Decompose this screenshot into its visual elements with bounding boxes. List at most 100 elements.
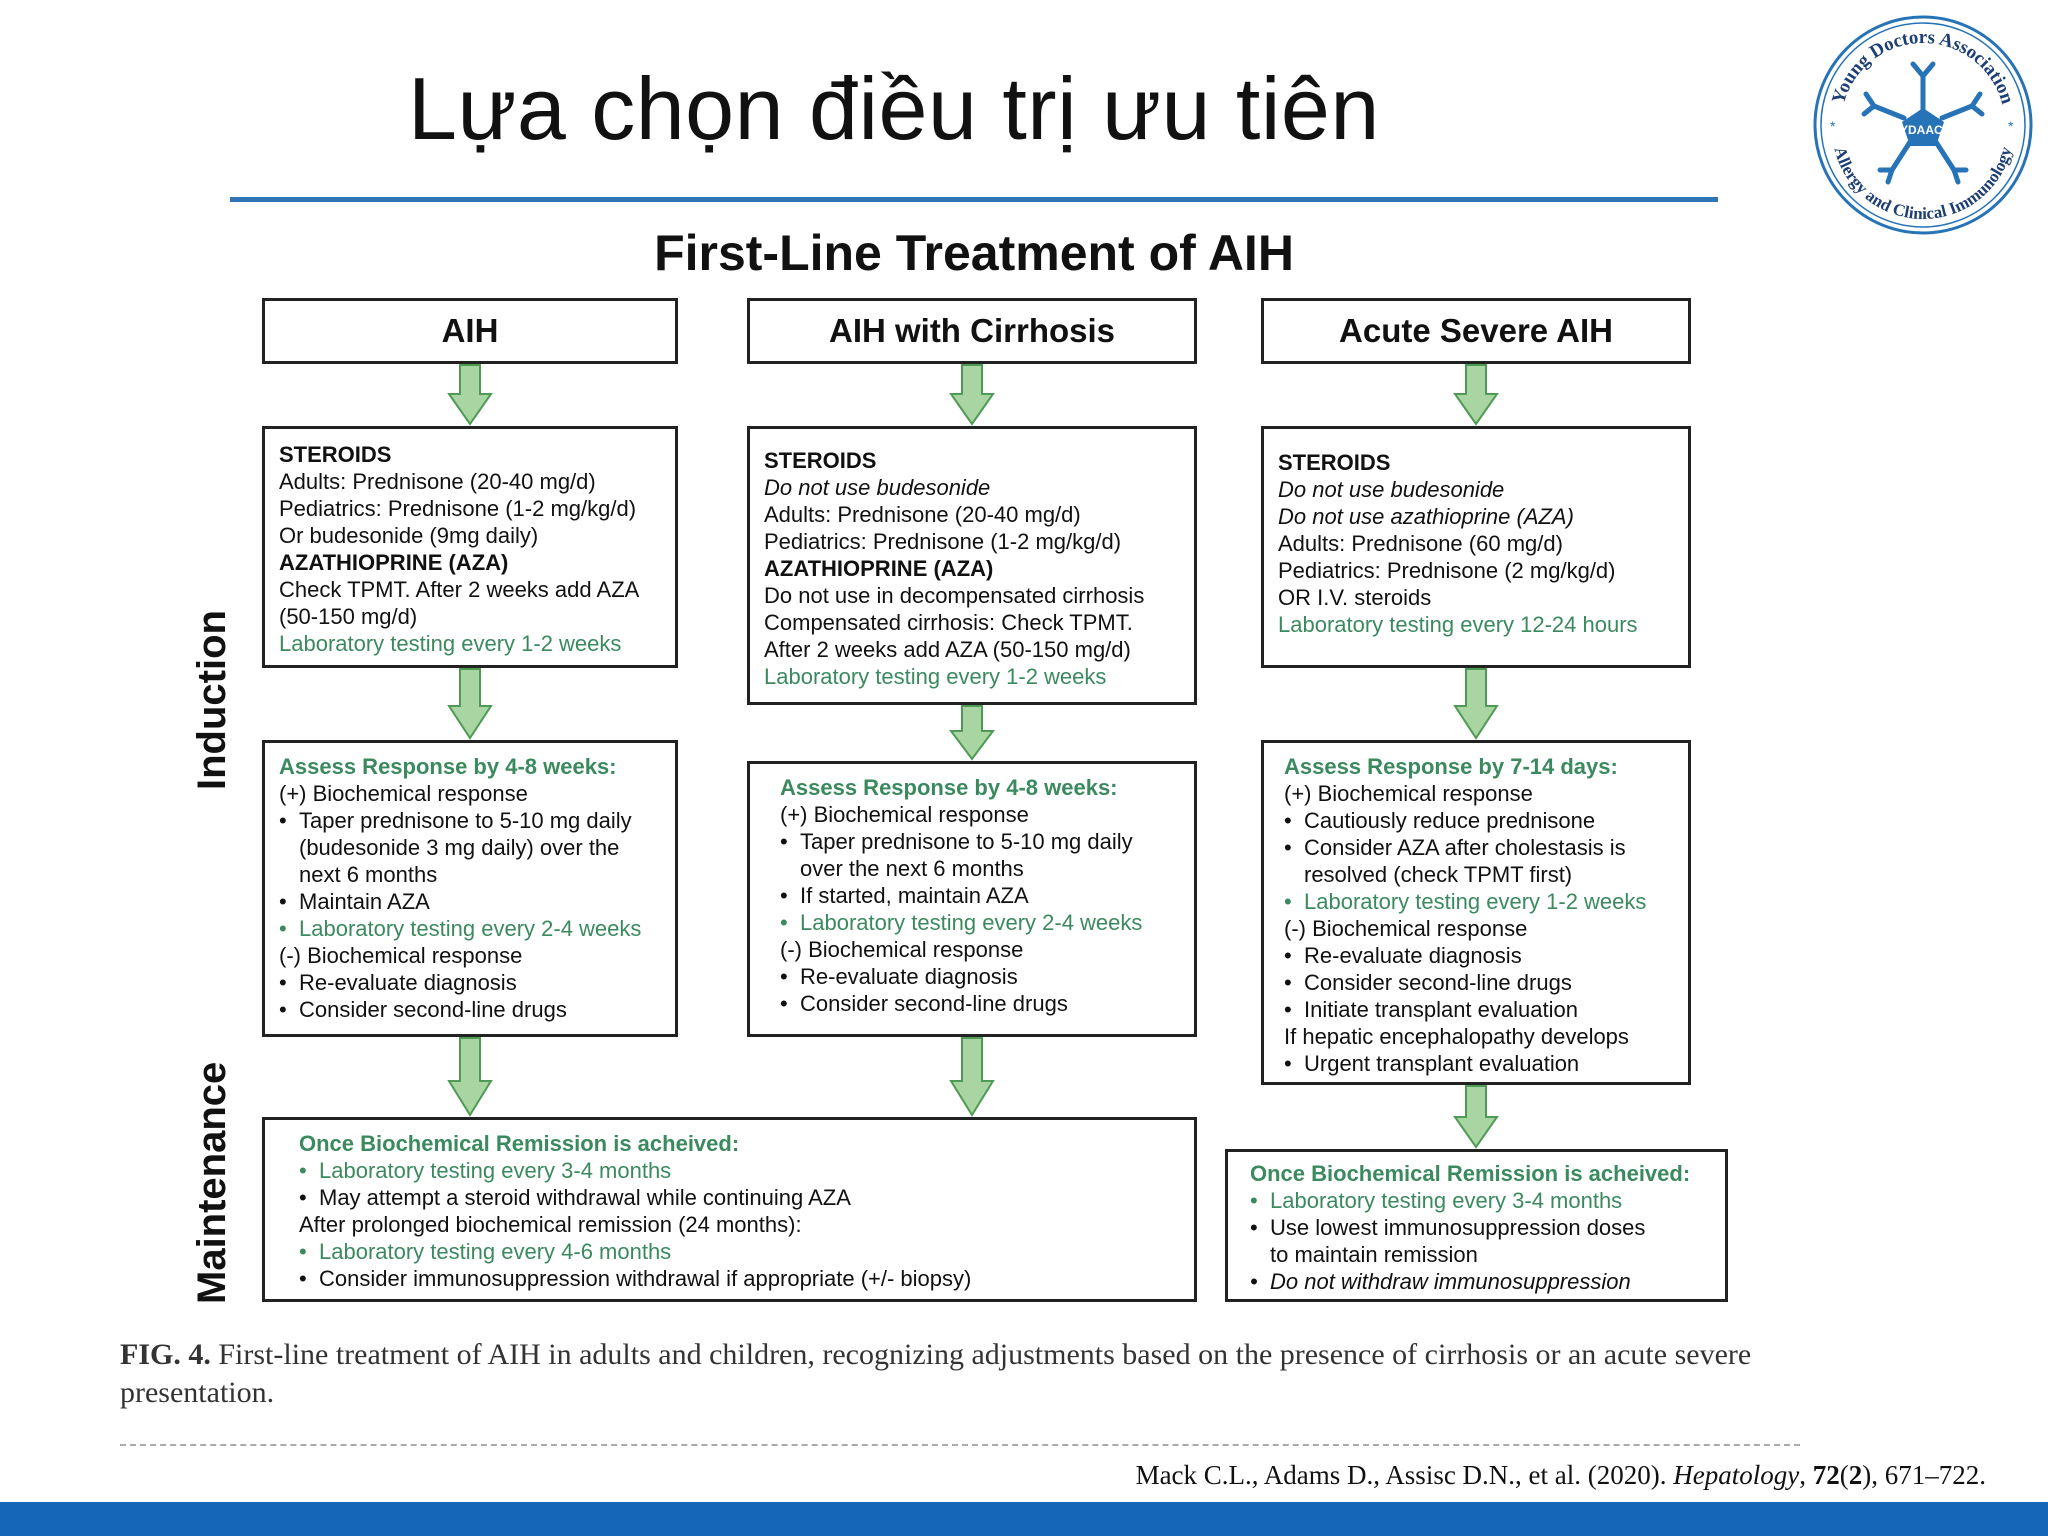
logo-star-left: * [1830,118,1836,134]
box-line: Once Biochemical Remission is acheived: [299,1131,740,1156]
box-line: Pediatrics: Prednisone (2 mg/kg/d) [1278,558,1616,583]
box-line: Consider second-line drugs [1284,969,1674,996]
acute-induction-box: STEROIDS Do not use budesonide Do not us… [1261,426,1691,668]
maintenance-label: Maintenance [190,1061,234,1304]
box-line: (-) Biochemical response [780,937,1024,962]
citation-issue-open: ( [1839,1460,1849,1490]
box-line: (+) Biochemical response [279,781,528,806]
citation-pages: , 671–722. [1871,1460,1986,1490]
box-line: Do not use budesonide [1278,477,1505,502]
box-line: Compensated cirrhosis: Check TPMT. [764,610,1133,635]
box-line: AZATHIOPRINE (AZA) [764,556,994,581]
box-line: Do not use azathioprine (AZA) [1278,504,1574,529]
arrow-down-icon [949,364,995,426]
box-line: Laboratory testing every 1-2 weeks [279,631,622,656]
box-line: Re-evaluate diagnosis [1284,942,1674,969]
citation-sep: , [1799,1460,1813,1490]
figure-caption: FIG. 4. First-line treatment of AIH in a… [120,1336,1820,1412]
box-line: (+) Biochemical response [1284,781,1533,806]
logo-acronym: YDAACI [1900,123,1946,137]
box-line: Cautiously reduce prednisone [1284,807,1674,834]
citation: Mack C.L., Adams D., Assisc D.N., et al.… [1136,1460,1986,1491]
box-line: Laboratory testing every 1-2 weeks [1284,888,1674,915]
box-line: May attempt a steroid withdrawal while c… [299,1184,1180,1211]
arrow-down-icon [1453,1085,1499,1149]
box-line: Laboratory testing every 4-6 months [299,1238,1180,1265]
box-line: Laboratory testing every 1-2 weeks [764,664,1107,689]
box-line: STEROIDS [1278,450,1391,475]
citation-issue: 2 [1848,1460,1863,1490]
box-line: STEROIDS [279,442,392,467]
box-line: Adults: Prednisone (20-40 mg/d) [279,469,596,494]
cirrhosis-induction-box: STEROIDS Do not use budesonide Adults: P… [747,426,1197,705]
box-line: over the next 6 months [800,856,1024,881]
box-line: OR I.V. steroids [1278,585,1432,610]
box-line: Initiate transplant evaluation [1284,996,1674,1023]
aih-induction-box: STEROIDS Adults: Prednisone (20-40 mg/d)… [262,426,678,668]
box-line: (-) Biochemical response [1284,916,1528,941]
box-line: Adults: Prednisone (20-40 mg/d) [764,502,1081,527]
arrow-down-icon [447,1037,493,1117]
box-line: Pediatrics: Prednisone (1-2 mg/kg/d) [764,529,1122,554]
box-line: Laboratory testing every 3-4 months [299,1157,1180,1184]
citation-volume: 72 [1812,1460,1840,1490]
header-acute-severe-aih: Acute Severe AIH [1261,298,1691,364]
box-line: Maintain AZA [279,888,661,915]
box-line: Do not withdraw immunosuppression [1250,1268,1711,1295]
box-line: to maintain remission [1270,1242,1478,1267]
box-line: Pediatrics: Prednisone (1-2 mg/kg/d) [279,496,637,521]
box-line: Assess Response by 4-8 weeks: [780,775,1118,800]
box-line: Consider second-line drugs [279,996,661,1023]
box-line: Re-evaluate diagnosis [279,969,661,996]
box-line: Taper prednisone to 5-10 mg daily [780,828,1180,855]
box-line: Laboratory testing every 2-4 weeks [780,909,1180,936]
maintenance-right-box: Once Biochemical Remission is acheived: … [1225,1149,1728,1302]
box-line: Or budesonide (9mg daily) [279,523,539,548]
box-line: Check TPMT. After 2 weeks add AZA [279,577,640,602]
logo-star-right: * [2008,118,2014,134]
box-line: Assess Response by 4-8 weeks: [279,754,617,779]
box-line: Consider AZA after cholestasis is [1284,834,1674,861]
box-line: Laboratory testing every 12-24 hours [1278,612,1638,637]
box-line: Once Biochemical Remission is acheived: [1250,1161,1691,1186]
arrow-down-icon [447,364,493,426]
box-line: Consider immunosuppression withdrawal if… [299,1265,1180,1292]
citation-journal: Hepatology [1673,1460,1800,1490]
box-line: Do not use budesonide [764,475,991,500]
header-aih: AIH [262,298,678,364]
arrow-down-icon [447,668,493,740]
box-line: Taper prednisone to 5-10 mg daily [279,807,661,834]
footer-bar [0,1502,2048,1536]
box-line: resolved (check TPMT first) [1304,862,1573,887]
box-line: After 2 weeks add AZA (50-150 mg/d) [764,637,1131,662]
cirrhosis-assess-box: Assess Response by 4-8 weeks: (+) Bioche… [747,761,1197,1037]
dashed-divider [120,1444,1800,1446]
box-line: Re-evaluate diagnosis [780,963,1180,990]
box-line: After prolonged biochemical remission (2… [299,1212,802,1237]
box-line: Consider second-line drugs [780,990,1180,1017]
title-rule [230,197,1718,202]
box-line: If started, maintain AZA [780,882,1180,909]
arrow-down-icon [949,1037,995,1117]
box-line: STEROIDS [764,448,877,473]
box-line: (-) Biochemical response [279,943,523,968]
citation-authors: Mack C.L., Adams D., Assisc D.N., et al.… [1135,1460,1674,1490]
box-line: (budesonide 3 mg daily) over the [299,835,620,860]
citation-issue-close: ) [1862,1460,1872,1490]
box-line: next 6 months [299,862,438,887]
caption-label: FIG. 4. [120,1338,211,1371]
box-line: (+) Biochemical response [780,802,1029,827]
ydaaci-logo: Young Doctors Association Allergy and Cl… [1808,10,2038,240]
caption-text: First-line treatment of AIH in adults an… [120,1338,1752,1409]
box-line: (50-150 mg/d) [279,604,418,629]
box-line: Laboratory testing every 3-4 months [1250,1187,1711,1214]
box-line: Laboratory testing every 2-4 weeks [279,915,661,942]
induction-label: Induction [190,610,234,790]
arrow-down-icon [1453,364,1499,426]
box-line: Assess Response by 7-14 days: [1284,754,1618,779]
arrow-down-icon [949,705,995,761]
box-line: Use lowest immunosuppression doses [1250,1214,1711,1241]
acute-assess-box: Assess Response by 7-14 days: (+) Bioche… [1261,740,1691,1085]
box-line: If hepatic encephalopathy develops [1284,1024,1629,1049]
aih-assess-box: Assess Response by 4-8 weeks: (+) Bioche… [262,740,678,1037]
